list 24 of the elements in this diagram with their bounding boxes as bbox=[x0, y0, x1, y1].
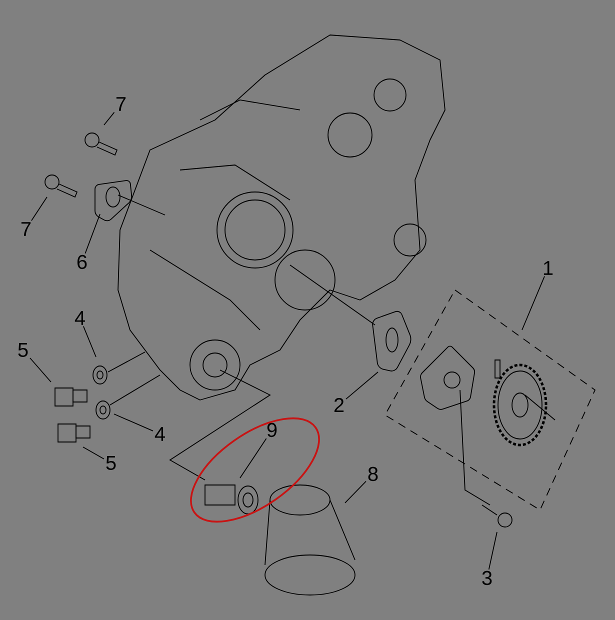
callout-number: 6 bbox=[77, 254, 87, 270]
callout-number: 9 bbox=[267, 422, 277, 438]
callout-number: 4 bbox=[74, 311, 85, 325]
leader-line bbox=[82, 446, 104, 460]
leader-line bbox=[522, 276, 545, 330]
leader-line bbox=[114, 414, 154, 432]
leader-line bbox=[104, 112, 115, 126]
leader-line bbox=[30, 358, 52, 382]
callout-number: 3 bbox=[482, 570, 492, 586]
callout-number: 1 bbox=[544, 261, 553, 275]
callout-number: 4 bbox=[154, 427, 165, 441]
callout-number: 2 bbox=[334, 398, 344, 412]
callout-number: 7 bbox=[21, 222, 31, 236]
callout-number: 5 bbox=[18, 343, 28, 357]
leader-line bbox=[344, 480, 366, 504]
leader-line bbox=[31, 196, 48, 222]
leader-line bbox=[82, 326, 96, 358]
leader-line bbox=[240, 438, 267, 478]
callout-number: 5 bbox=[106, 456, 116, 470]
leader-line bbox=[84, 214, 100, 254]
callout-number: 7 bbox=[116, 97, 126, 111]
leader-line bbox=[488, 532, 498, 570]
callout-number: 8 bbox=[368, 466, 378, 482]
leader-line bbox=[346, 372, 378, 400]
